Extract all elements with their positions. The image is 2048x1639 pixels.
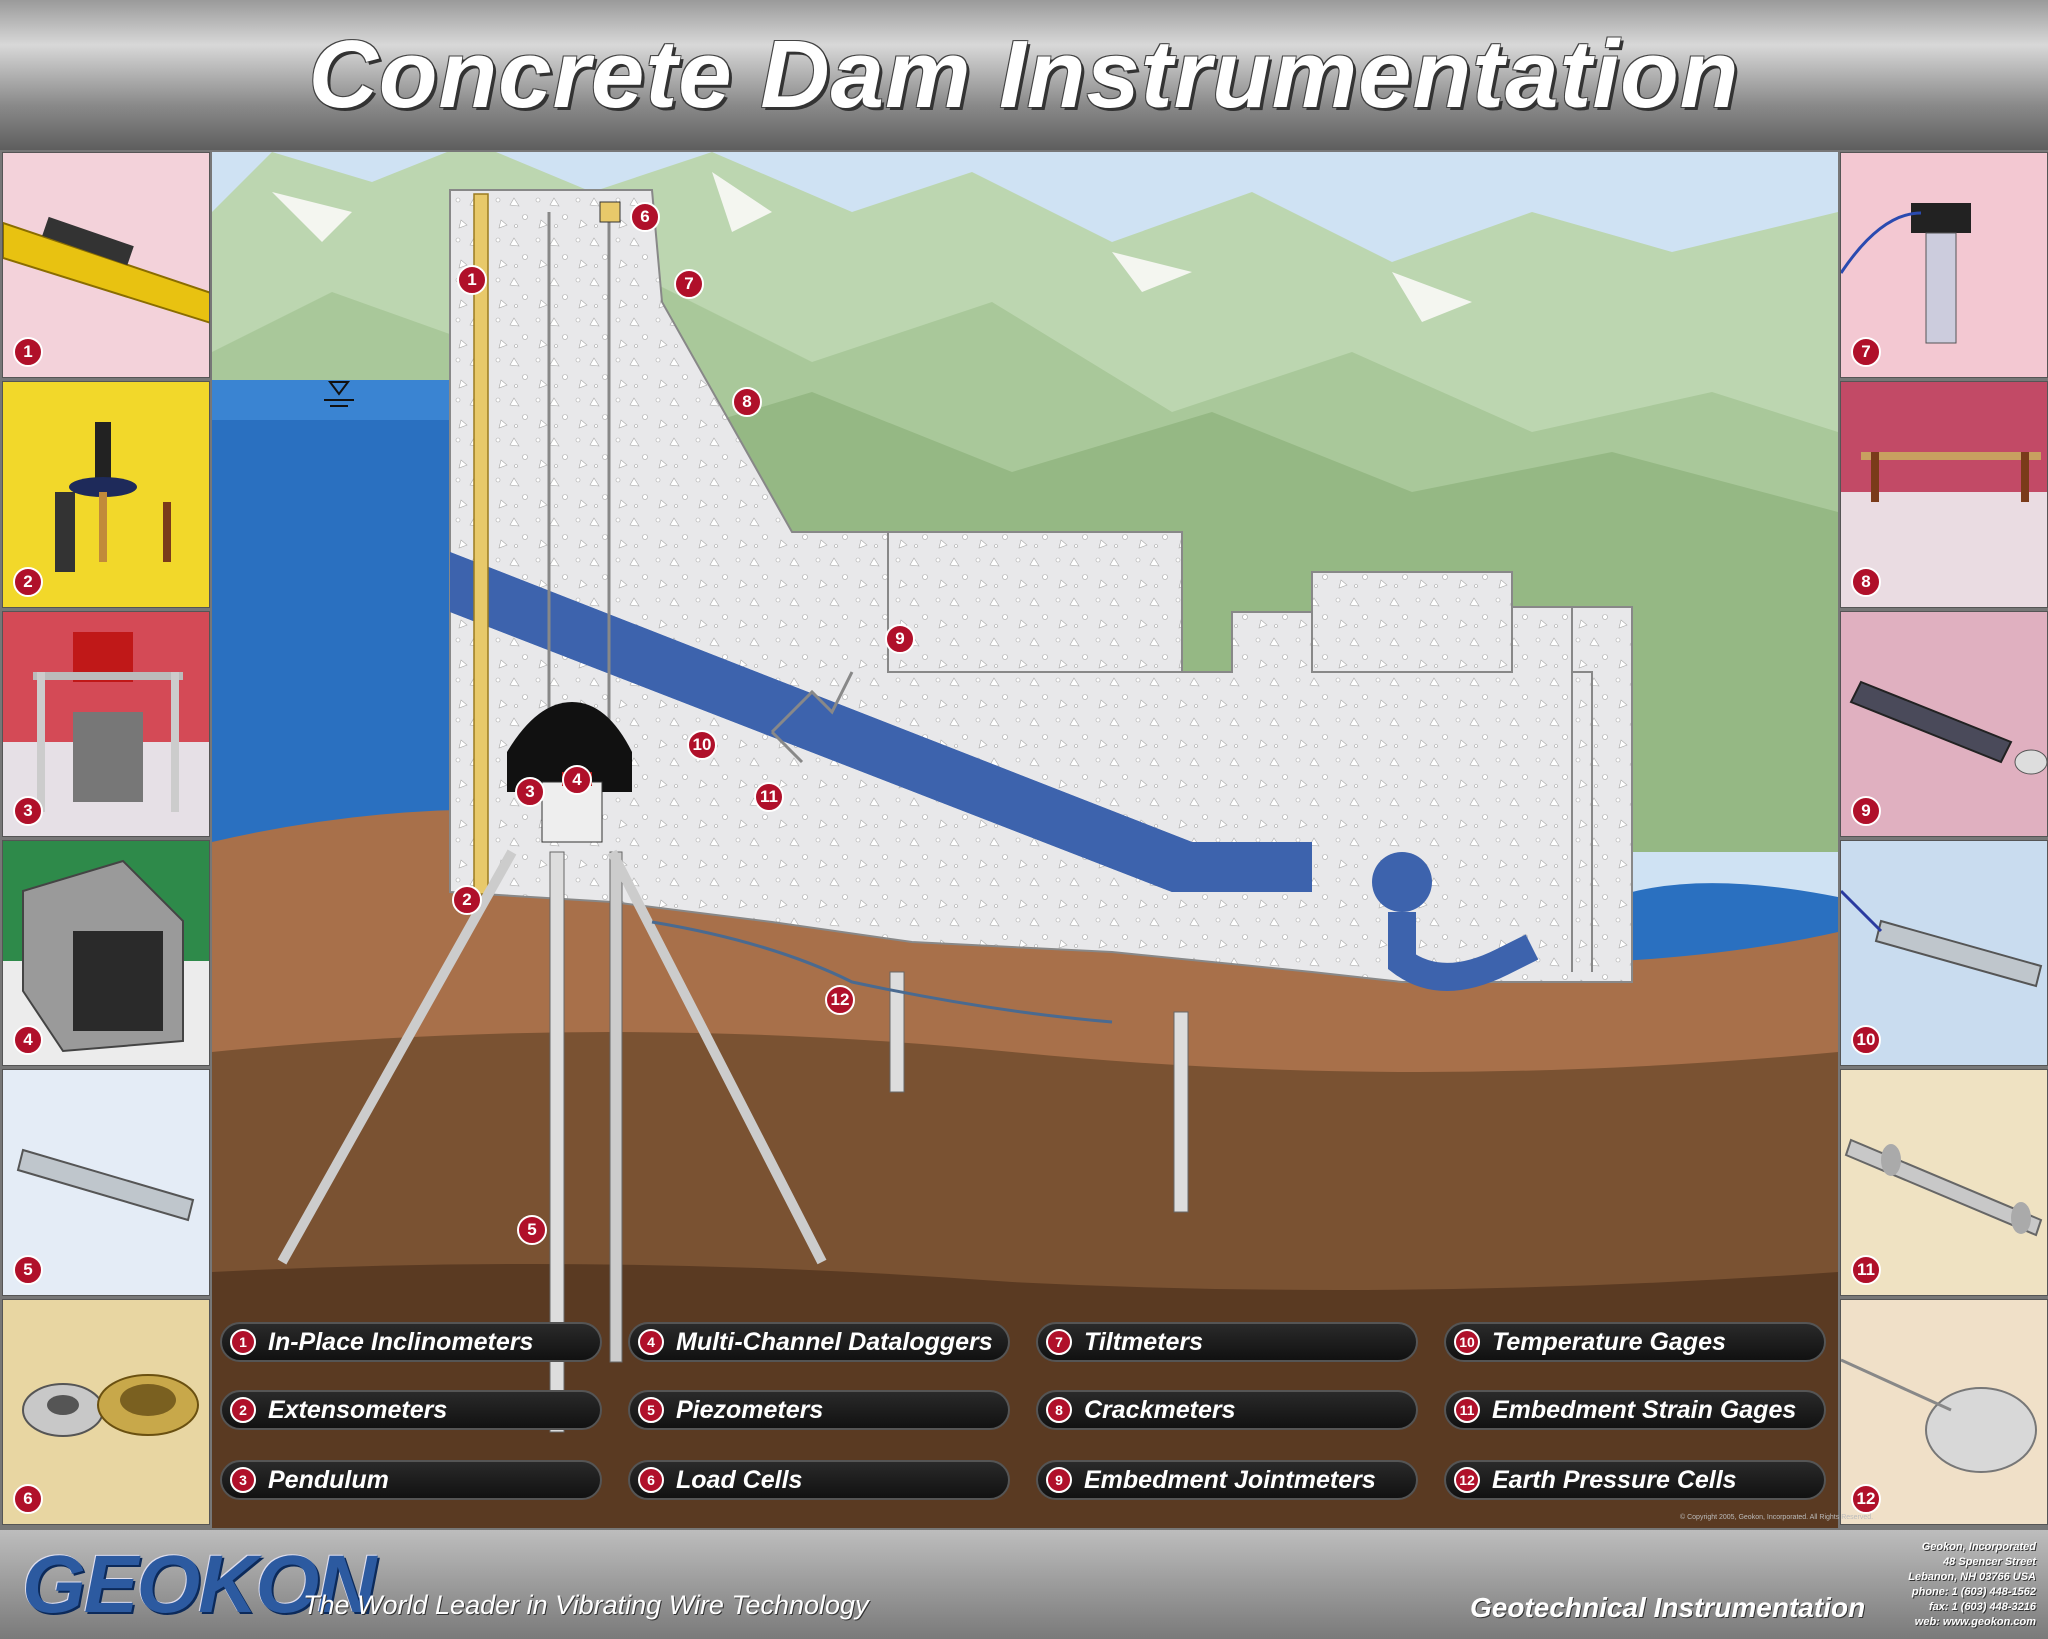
legend-item-3[interactable]: 3 Pendulum [220, 1460, 602, 1500]
legend-label: Temperature Gages [1492, 1327, 1726, 1356]
address-line[interactable]: web: www.geokon.com [1914, 1616, 2036, 1628]
badge: 12 [1851, 1483, 1881, 1514]
thumbnail-column-left: 1 2 3 4 [2, 152, 210, 1528]
thumbnail-7[interactable]: 7 [1840, 152, 2048, 379]
address-line: Geokon, Incorporated [1921, 1541, 2036, 1553]
legend-item-4[interactable]: 4 Multi-Channel Dataloggers [628, 1322, 1010, 1362]
legend-item-8[interactable]: 8 Crackmeters [1036, 1390, 1418, 1430]
thumbnail-11[interactable]: 11 [1840, 1069, 2048, 1296]
diagram-label-11[interactable]: 11 [754, 782, 784, 812]
badge: 3 [13, 795, 43, 826]
legend-number: 1 [230, 1329, 256, 1355]
legend-label: Earth Pressure Cells [1492, 1465, 1737, 1494]
badge: 2 [13, 566, 43, 597]
badge: 7 [1851, 337, 1881, 368]
thumbnail-5[interactable]: 5 [2, 1069, 210, 1296]
tagline: The World Leader in Vibrating Wire Techn… [303, 1590, 869, 1620]
geokon-logo[interactable]: GEOKON [22, 1539, 376, 1630]
strain-gage-icon [1841, 1070, 2047, 1295]
diagram-label-7[interactable]: 7 [674, 269, 704, 299]
copyright-note: © Copyright 2005, Geokon, Incorporated. … [1680, 1514, 1874, 1521]
legend-number: 4 [638, 1329, 664, 1355]
address-line: 48 Spencer Street [1943, 1556, 2036, 1568]
legend-number: 2 [230, 1397, 256, 1423]
thumbnail-3[interactable]: 3 [2, 610, 210, 837]
legend-label: In-Place Inclinometers [268, 1327, 534, 1356]
legend-label: Multi-Channel Dataloggers [676, 1327, 993, 1356]
badge: 4 [13, 1025, 43, 1056]
extensometer-icon [3, 382, 209, 607]
legend-label: Piezometers [676, 1395, 824, 1424]
company-address: Geokon, Incorporated 48 Spencer Street L… [1878, 1540, 2036, 1630]
address-line: fax: 1 (603) 448-3216 [1928, 1601, 2036, 1613]
legend-label: Embedment Jointmeters [1084, 1465, 1376, 1494]
badge: 9 [1851, 795, 1881, 826]
legend-label: Pendulum [268, 1465, 389, 1494]
diagram-label-9[interactable]: 9 [885, 624, 915, 654]
dam-diagram: 1 2 3 4 5 6 7 8 9 10 11 12 [212, 152, 1838, 1528]
badge: 10 [1851, 1025, 1881, 1056]
page-title: Concrete Dam Instrumentation [308, 21, 1740, 128]
legend-label: Extensometers [268, 1395, 448, 1424]
address-line: Lebanon, NH 03766 USA [1908, 1571, 2036, 1583]
pendulum-icon [3, 611, 209, 836]
legend-number: 9 [1046, 1467, 1072, 1493]
thumbnail-8[interactable]: 8 [1840, 381, 2048, 608]
legend-number: 7 [1046, 1329, 1072, 1355]
legend: 1 In-Place Inclinometers 2 Extensometers… [212, 1290, 1838, 1528]
legend-item-9[interactable]: 9 Embedment Jointmeters [1036, 1460, 1418, 1500]
category-label: Geotechnical Instrumentation [1470, 1592, 1866, 1623]
address-line: phone: 1 (603) 448-1562 [1911, 1586, 2036, 1598]
badge: 1 [13, 337, 43, 368]
diagram-label-10[interactable]: 10 [687, 730, 717, 760]
diagram-label-2[interactable]: 2 [452, 885, 482, 915]
thumbnail-9[interactable]: 9 [1840, 610, 2048, 837]
header-bar: Concrete Dam Instrumentation [0, 0, 2048, 150]
badge: 6 [13, 1483, 43, 1514]
thumbnail-1[interactable]: 1 [2, 152, 210, 379]
legend-number: 12 [1454, 1467, 1480, 1493]
footer-bar: GEOKON The World Leader in Vibrating Wir… [0, 1530, 2048, 1639]
legend-label: Crackmeters [1084, 1395, 1236, 1424]
piezometer-icon [3, 1070, 209, 1295]
badge: 5 [13, 1254, 43, 1285]
legend-item-12[interactable]: 12 Earth Pressure Cells [1444, 1460, 1826, 1500]
diagram-label-3[interactable]: 3 [515, 777, 545, 807]
thumbnail-10[interactable]: 10 [1840, 839, 2048, 1067]
badge: 11 [1851, 1254, 1881, 1285]
diagram-label-12[interactable]: 12 [825, 985, 855, 1015]
legend-item-10[interactable]: 10 Temperature Gages [1444, 1322, 1826, 1362]
diagram-label-1[interactable]: 1 [457, 265, 487, 295]
legend-number: 6 [638, 1467, 664, 1493]
thumbnail-12[interactable]: 12 [1840, 1298, 2048, 1525]
legend-number: 11 [1454, 1397, 1480, 1423]
thumbnail-6[interactable]: 6 [2, 1298, 210, 1525]
thumbnail-column-right: 7 8 9 10 11 [1840, 152, 2048, 1528]
legend-item-6[interactable]: 6 Load Cells [628, 1460, 1010, 1500]
legend-item-11[interactable]: 11 Embedment Strain Gages [1444, 1390, 1826, 1430]
thumbnail-4[interactable]: 4 [2, 839, 210, 1067]
thumbnail-2[interactable]: 2 [2, 381, 210, 608]
legend-number: 5 [638, 1397, 664, 1423]
legend-label: Tiltmeters [1084, 1327, 1204, 1356]
legend-number: 8 [1046, 1397, 1072, 1423]
legend-label: Embedment Strain Gages [1492, 1395, 1797, 1424]
diagram-label-8[interactable]: 8 [732, 387, 762, 417]
legend-item-7[interactable]: 7 Tiltmeters [1036, 1322, 1418, 1362]
legend-number: 10 [1454, 1329, 1480, 1355]
legend-number: 3 [230, 1467, 256, 1493]
diagram-label-6[interactable]: 6 [630, 202, 660, 232]
diagram-label-5[interactable]: 5 [517, 1215, 547, 1245]
legend-item-5[interactable]: 5 Piezometers [628, 1390, 1010, 1430]
legend-item-2[interactable]: 2 Extensometers [220, 1390, 602, 1430]
diagram-label-4[interactable]: 4 [562, 765, 592, 795]
dam-cross-section [212, 152, 1838, 1528]
badge: 8 [1851, 566, 1881, 597]
legend-item-1[interactable]: 1 In-Place Inclinometers [220, 1322, 602, 1362]
legend-label: Load Cells [676, 1465, 803, 1494]
